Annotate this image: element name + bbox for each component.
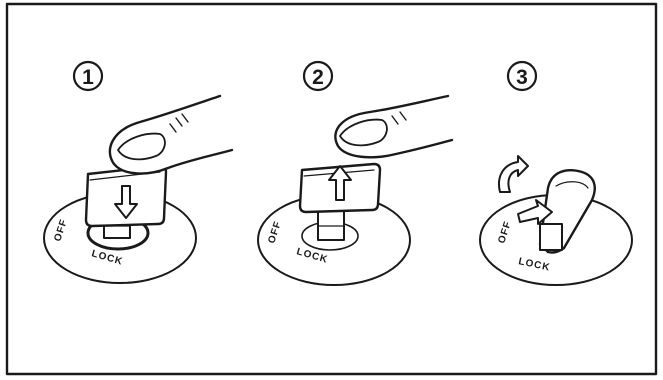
step-1-push-down-arrow <box>114 185 138 219</box>
step-1-panel: 1 OFF LOCK <box>43 60 234 284</box>
step-3-panel: 3 OFF LOCK <box>479 60 633 286</box>
step-2-dial-off-label: OFF <box>266 220 284 245</box>
step-3-number-badge: 3 <box>506 60 538 92</box>
step-3-turn-arrow <box>517 199 553 225</box>
step-2-panel: 2 OFF LOCK <box>257 60 454 286</box>
step-1-number: 1 <box>82 66 94 89</box>
step-3-rotate-curved-arrow <box>498 155 529 193</box>
step-3-dial-lock-label: LOCK <box>517 256 551 273</box>
step-3-dial-off-label: OFF <box>496 220 514 245</box>
step-1-finger <box>108 94 234 175</box>
step-1-dial-lock-label: LOCK <box>90 248 124 267</box>
diagram-frame <box>5 2 658 376</box>
step-2-pull-up-arrow <box>328 165 352 201</box>
step-3-key-turned <box>538 169 596 254</box>
step-1-number-badge: 1 <box>72 60 104 92</box>
step-3-number: 3 <box>516 66 528 89</box>
step-2-finger <box>334 94 454 159</box>
step-1-dial: OFF LOCK <box>43 192 197 284</box>
step-2-number-badge: 2 <box>302 60 334 92</box>
step-2-number: 2 <box>312 66 324 89</box>
step-1-dial-off-label: OFF <box>52 218 70 243</box>
